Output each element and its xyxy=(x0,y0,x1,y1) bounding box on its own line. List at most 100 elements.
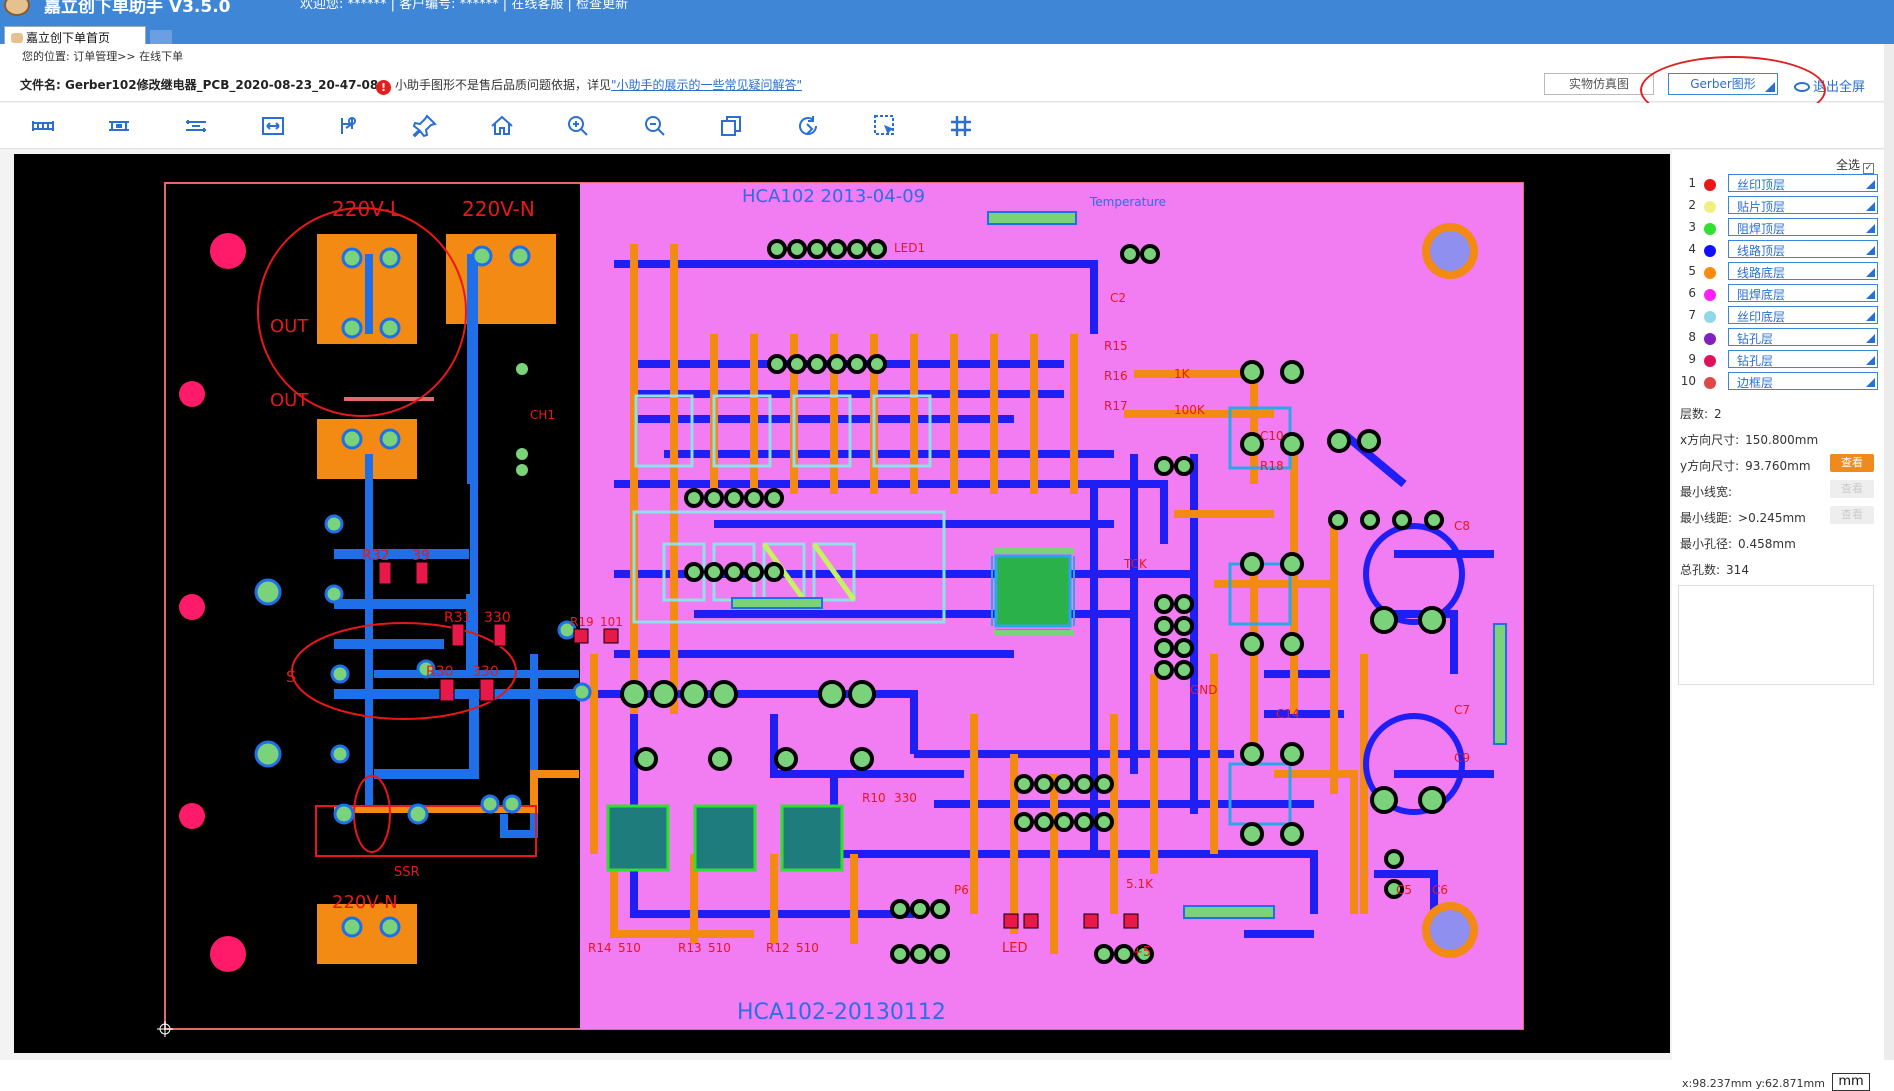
pcb-label-gnd: GND xyxy=(1190,683,1218,697)
grid-icon[interactable] xyxy=(948,113,974,139)
layer-toggle[interactable]: 丝印顶层 xyxy=(1728,174,1878,192)
exit-fullscreen-button[interactable]: 退出全屏 xyxy=(1794,76,1865,95)
fit-width-icon[interactable] xyxy=(260,113,286,139)
layer-color-dot xyxy=(1704,245,1716,257)
layer-toggle[interactable]: 边框层 xyxy=(1728,372,1878,390)
select-icon[interactable] xyxy=(872,113,898,139)
tab-strip: 嘉立创下单首页 xyxy=(0,24,1894,45)
layer-color-dot xyxy=(1704,311,1716,323)
pcb-title-top: HCA102 2013-04-09 xyxy=(742,186,925,207)
file-name: 文件名: Gerber102修改继电器_PCB_2020-08-23_20-47… xyxy=(20,76,378,93)
layer-item[interactable]: 1 丝印顶层 xyxy=(1678,173,1888,193)
gerber-view-label: Gerber图形 xyxy=(1690,77,1756,91)
tab-home-icon xyxy=(11,33,23,43)
pcb-label-temperature: Temperature xyxy=(1089,195,1166,209)
gerber-view-button[interactable]: Gerber图形 xyxy=(1668,73,1778,95)
view-button[interactable]: 查看 xyxy=(1830,454,1874,472)
pcb-label-r19: R19 xyxy=(570,615,594,629)
pcb-label-r10: R10 xyxy=(862,791,886,805)
warning-text: 小助手图形不是售后品质问题依据，详见 xyxy=(395,78,612,92)
measure-icon[interactable] xyxy=(336,113,362,139)
layer-toggle[interactable]: 阻焊顶层 xyxy=(1728,218,1878,236)
pcb-label-220v-n: 220V-N xyxy=(462,197,535,221)
warning-icon: ! xyxy=(376,80,391,95)
layer-num: 3 xyxy=(1688,220,1696,234)
ruler-v-icon[interactable] xyxy=(106,113,132,139)
top-nav[interactable]: 欢迎您: ****** | 客户编号: ****** | 在线客服 | 检查更新 xyxy=(300,0,628,12)
layer-toggle[interactable]: 钻孔层 xyxy=(1728,350,1878,368)
layer-item[interactable]: 3 阻焊顶层 xyxy=(1678,217,1888,237)
toolbar xyxy=(0,103,1894,149)
home-icon[interactable] xyxy=(489,113,515,139)
ruler-move-icon[interactable] xyxy=(183,113,209,139)
pcb-label-tck: TCK xyxy=(1123,557,1148,571)
stat-layers: 层数:2 xyxy=(1680,405,1722,422)
layer-toggle[interactable]: 丝印底层 xyxy=(1728,306,1878,324)
layer-num: 10 xyxy=(1680,374,1696,388)
layer-item[interactable]: 10 边框层 xyxy=(1678,371,1888,391)
copy-icon[interactable] xyxy=(718,113,744,139)
stat-x-value: 150.800mm xyxy=(1745,433,1819,447)
faq-link[interactable]: "小助手的展示的一些常见疑问解答" xyxy=(611,78,803,92)
vertical-scrollbar[interactable] xyxy=(1884,44,1894,1060)
app-title: 嘉立创下单助手 V3.5.0 xyxy=(44,0,231,17)
pcb-label-c10: C10 xyxy=(1260,429,1284,443)
layer-toggle[interactable]: 线路底层 xyxy=(1728,262,1878,280)
stat-holes-value: 314 xyxy=(1726,563,1749,577)
pcb-label-330-3: 330 xyxy=(894,791,917,805)
zoom-in-icon[interactable] xyxy=(565,113,591,139)
layer-toggle[interactable]: 钻孔层 xyxy=(1728,328,1878,346)
stat-min-width: 最小线宽: xyxy=(1680,483,1732,500)
pcb-label-r14: R14 xyxy=(588,941,612,955)
select-all-checkbox[interactable]: ✓ xyxy=(1863,163,1874,174)
unit-toggle[interactable]: mm xyxy=(1832,1073,1870,1091)
ruler-h-icon[interactable] xyxy=(30,113,56,139)
checked-corner-icon xyxy=(1866,378,1875,387)
layer-toggle[interactable]: 贴片顶层 xyxy=(1728,196,1878,214)
zoom-out-icon[interactable] xyxy=(642,113,668,139)
pcb-label-5-1k: 5.1K xyxy=(1126,877,1154,891)
pin-icon[interactable] xyxy=(412,113,438,139)
layer-item[interactable]: 5 线路底层 xyxy=(1678,261,1888,281)
layer-toggle[interactable]: 阻焊底层 xyxy=(1728,284,1878,302)
stat-min-hole-value: 0.458mm xyxy=(1738,537,1796,551)
checked-corner-icon xyxy=(1866,356,1875,365)
layer-num: 1 xyxy=(1688,176,1696,190)
file-name-value: Gerber102修改继电器_PCB_2020-08-23_20-47-08 xyxy=(65,78,379,92)
note-box xyxy=(1678,585,1874,685)
pcb-canvas[interactable]: 220V-L 220V-N OUT OUT 220V-N SSR R32 39 … xyxy=(14,154,1670,1053)
layer-color-dot xyxy=(1704,289,1716,301)
warning-notice: ! 小助手图形不是售后品质问题依据，详见"小助手的展示的一些常见疑问解答" xyxy=(376,76,802,95)
tab-home[interactable]: 嘉立创下单首页 xyxy=(4,26,146,45)
layer-name: 线路顶层 xyxy=(1737,244,1786,258)
layer-name: 钻孔层 xyxy=(1737,332,1774,346)
layer-toggle[interactable]: 线路顶层 xyxy=(1728,240,1878,258)
pcb-label-r31: R31 xyxy=(444,610,472,626)
pcb-label-r13: R13 xyxy=(678,941,702,955)
exit-fullscreen-label: 退出全屏 xyxy=(1813,80,1866,95)
layer-num: 5 xyxy=(1688,264,1696,278)
app-logo-icon xyxy=(4,0,30,16)
pcb-label-led1: LED1 xyxy=(894,241,925,255)
refresh-icon[interactable] xyxy=(795,113,821,139)
layer-color-dot xyxy=(1704,333,1716,345)
select-all[interactable]: 全选✓ xyxy=(1836,156,1874,174)
pcb-label-r15: R15 xyxy=(1104,339,1128,353)
layer-color-dot xyxy=(1704,267,1716,279)
stat-layers-value: 2 xyxy=(1714,407,1722,421)
real-view-button[interactable]: 实物仿真图 xyxy=(1544,73,1654,95)
new-tab-button[interactable] xyxy=(150,30,172,44)
layer-color-dot xyxy=(1704,377,1716,389)
checked-corner-icon xyxy=(1866,334,1875,343)
tab-home-label: 嘉立创下单首页 xyxy=(26,31,111,45)
layer-color-dot xyxy=(1704,223,1716,235)
pcb-title-bottom: HCA102-20130112 xyxy=(737,1000,946,1025)
cursor-coords: x:98.237mm y:62.871mm xyxy=(1682,1077,1825,1090)
pcb-label-c14: C14 xyxy=(1276,707,1300,721)
